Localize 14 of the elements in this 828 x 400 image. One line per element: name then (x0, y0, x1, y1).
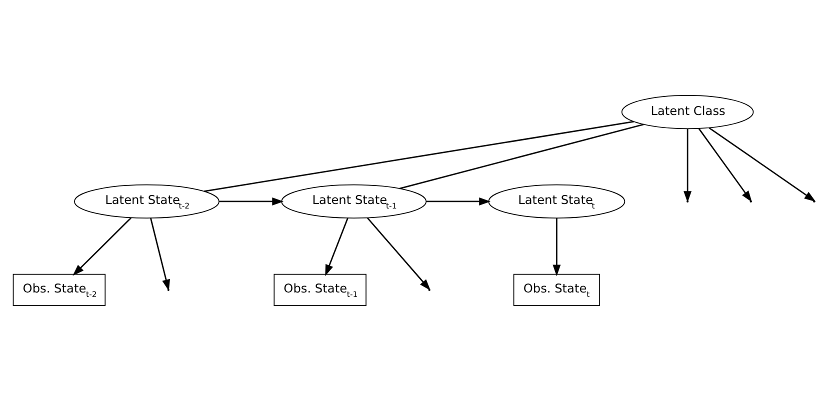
arrow (219, 196, 284, 205)
arrow (426, 196, 491, 205)
node-box: Obs. State$_{t-2}$ (12, 273, 106, 306)
node-ellipse: Latent State$_{t-2}$ (74, 184, 220, 218)
node-box: Obs. State$_{t-1}$ (274, 273, 366, 306)
arrow (325, 217, 348, 276)
node-ellipse: Latent State$_{t}$ (488, 184, 626, 218)
arrow (552, 218, 561, 276)
connector (204, 120, 634, 192)
node-box: Obs. State$_{t}$ (513, 273, 600, 306)
node-ellipse: Latent State$_{t-1}$ (281, 184, 427, 218)
node-ellipse: Latent Class (621, 94, 754, 129)
connector (399, 123, 644, 189)
arrow (72, 216, 132, 276)
